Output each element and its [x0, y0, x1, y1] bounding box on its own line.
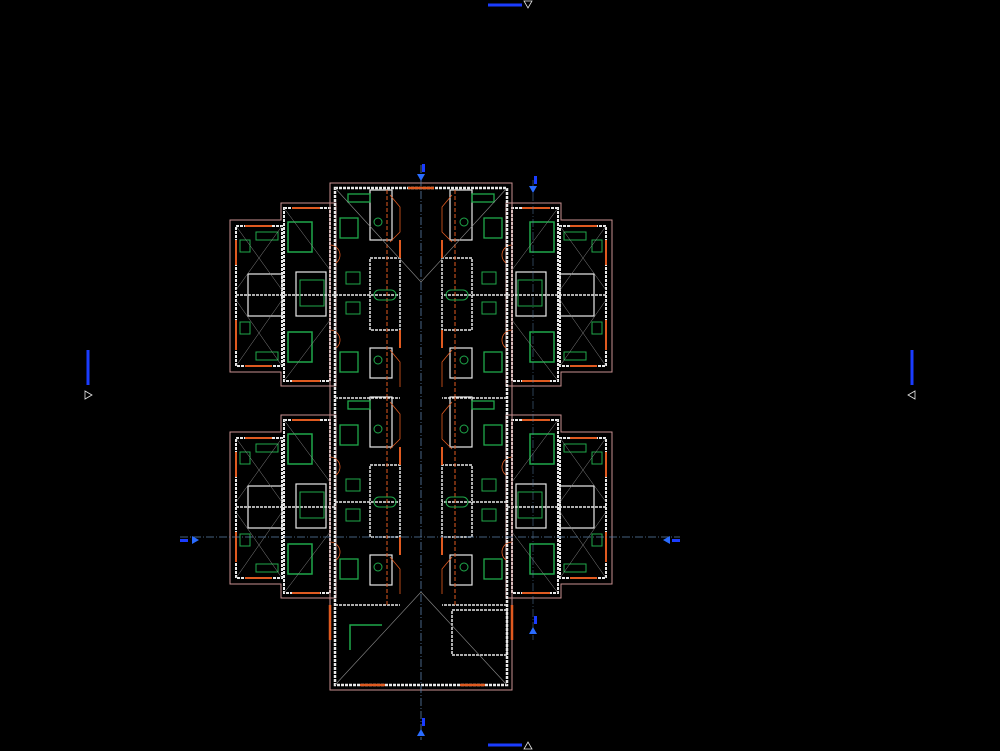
apartment-wing: [500, 202, 613, 387]
elevation-marker-tag: [488, 743, 522, 747]
apartment-wing: [229, 202, 342, 387]
central-rooms: [334, 189, 401, 401]
counter: [349, 624, 382, 650]
elevation-marker-icon: [523, 741, 533, 750]
section-marker-icon: [417, 174, 425, 181]
central-rooms: [441, 189, 508, 401]
section-marker-tag: [422, 164, 425, 172]
elevation-marker-tag: [488, 3, 522, 7]
section-marker-tag: [672, 539, 680, 542]
section-marker-icon: [417, 729, 425, 736]
section-marker-icon: [529, 627, 537, 634]
elevation-marker-icon: [907, 390, 916, 400]
section-marker-tag: [534, 616, 537, 624]
section-marker-tag: [180, 539, 188, 542]
section-marker-icon: [529, 186, 537, 193]
elevation-marker-tag: [910, 350, 914, 385]
elevation-marker-tag: [86, 350, 90, 385]
apartment-wing: [500, 414, 613, 599]
stair-room: [451, 609, 508, 656]
section-marker-tag: [422, 718, 425, 726]
section-marker-icon: [192, 536, 199, 544]
floor-plan-drawing: [84, 0, 916, 750]
central-rooms: [334, 396, 401, 608]
section-marker-tag: [534, 176, 537, 184]
central-rooms: [441, 396, 508, 608]
section-marker-icon: [663, 536, 670, 544]
elevation-marker-icon: [84, 390, 93, 400]
elevation-marker-icon: [523, 0, 533, 9]
apartment-wing: [229, 414, 342, 599]
